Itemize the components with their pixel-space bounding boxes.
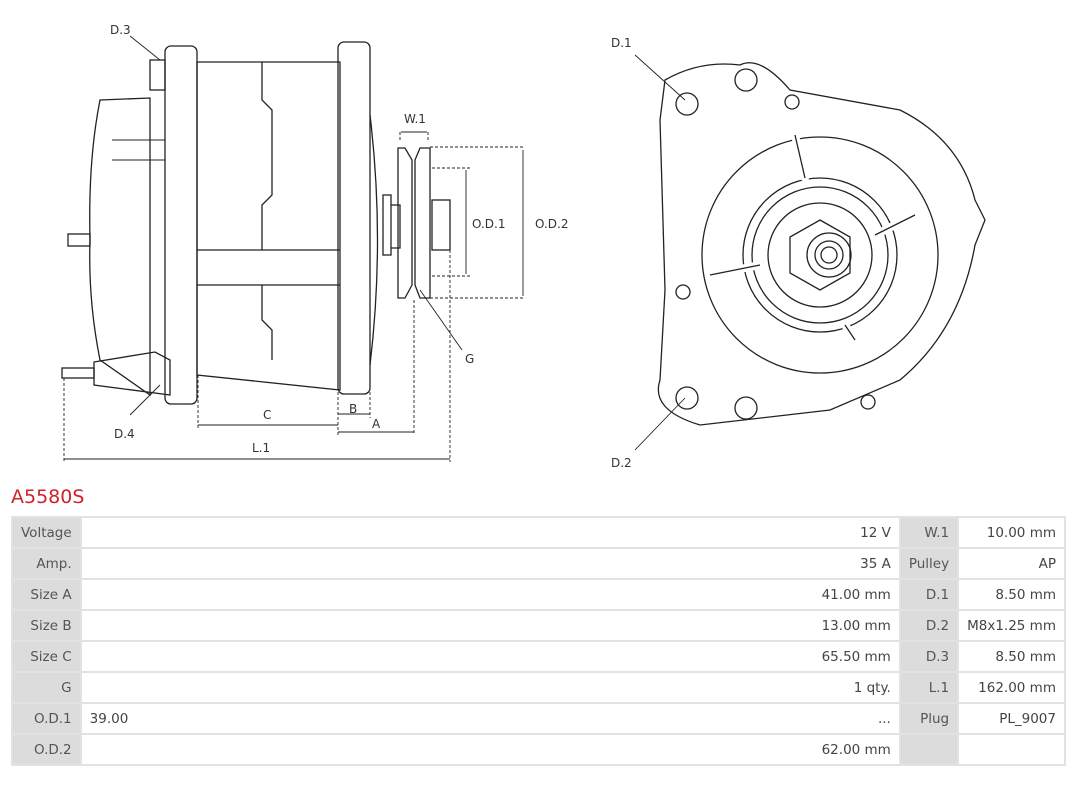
spec-value-text: 62.00 mm bbox=[821, 741, 891, 758]
side-view bbox=[61, 41, 451, 405]
spec-label-2: Pulley bbox=[900, 549, 958, 578]
spec-label-2: Plug bbox=[900, 704, 958, 733]
spec-label-2: D.3 bbox=[900, 642, 958, 671]
spec-label: Voltage bbox=[13, 518, 80, 547]
spec-label-2: W.1 bbox=[900, 518, 958, 547]
spec-value: 35 A bbox=[81, 549, 899, 578]
spec-value: 62.00 mm bbox=[81, 735, 899, 764]
spec-label: O.D.1 bbox=[13, 704, 80, 733]
spec-value-2: 8.50 mm bbox=[959, 580, 1064, 609]
spec-label: O.D.2 bbox=[13, 735, 80, 764]
spec-value: 39.00... bbox=[81, 704, 899, 733]
spec-value-2: M8x1.25 mm bbox=[959, 611, 1064, 640]
svg-text:O.D.1: O.D.1 bbox=[472, 217, 505, 231]
spec-value: 1 qty. bbox=[81, 673, 899, 702]
spec-value-text: 13.00 mm bbox=[821, 617, 891, 634]
spec-value-text: ... bbox=[877, 710, 891, 727]
spec-value: 41.00 mm bbox=[81, 580, 899, 609]
spec-value-2: 162.00 mm bbox=[959, 673, 1064, 702]
alternator-technical-drawing: D.3 D.4 W.1 O.D.1 O.D.2 G C B A L.1 D.1 … bbox=[61, 23, 986, 470]
svg-text:A: A bbox=[372, 417, 381, 431]
spec-value: 12 V bbox=[81, 518, 899, 547]
spec-value-2: 10.00 mm bbox=[959, 518, 1064, 547]
svg-text:C: C bbox=[263, 408, 271, 422]
spec-label: G bbox=[13, 673, 80, 702]
spec-value: 65.50 mm bbox=[81, 642, 899, 671]
spec-value-text: 35 A bbox=[860, 555, 891, 572]
spec-value: 13.00 mm bbox=[81, 611, 899, 640]
spec-label-2: D.1 bbox=[900, 580, 958, 609]
spec-value-text: 1 qty. bbox=[853, 679, 891, 696]
front-view bbox=[657, 62, 986, 426]
spec-value-2: AP bbox=[959, 549, 1064, 578]
spec-label-2: D.2 bbox=[900, 611, 958, 640]
svg-text:D.1: D.1 bbox=[611, 36, 632, 50]
spec-value-2: 8.50 mm bbox=[959, 642, 1064, 671]
spec-value-text: 41.00 mm bbox=[821, 586, 891, 603]
spec-value-text: 65.50 mm bbox=[821, 648, 891, 665]
spec-row: O.D.2 62.00 mm bbox=[13, 735, 1064, 764]
svg-text:L.1: L.1 bbox=[252, 441, 270, 455]
svg-text:O.D.2: O.D.2 bbox=[535, 217, 568, 231]
spec-label: Size A bbox=[13, 580, 80, 609]
spec-label: Amp. bbox=[13, 549, 80, 578]
svg-text:G: G bbox=[465, 352, 474, 366]
product-code: A5580S bbox=[11, 486, 85, 508]
spec-label: Size C bbox=[13, 642, 80, 671]
spec-label-2: L.1 bbox=[900, 673, 958, 702]
spec-label-2 bbox=[900, 735, 958, 764]
svg-text:B: B bbox=[349, 402, 357, 416]
spec-value-2: PL_9007 bbox=[959, 704, 1064, 733]
drawing-labels: D.3 D.4 W.1 O.D.1 O.D.2 G C B A L.1 D.1 … bbox=[110, 23, 632, 470]
spec-label: Size B bbox=[13, 611, 80, 640]
spec-value-2 bbox=[959, 735, 1064, 764]
svg-text:W.1: W.1 bbox=[404, 112, 426, 126]
spec-value-left: 39.00 bbox=[89, 710, 129, 727]
svg-text:D.4: D.4 bbox=[114, 427, 135, 441]
svg-text:D.2: D.2 bbox=[611, 456, 632, 470]
spec-value-text: 12 V bbox=[860, 524, 891, 541]
svg-text:D.3: D.3 bbox=[110, 23, 131, 37]
dimension-lines bbox=[63, 130, 525, 462]
